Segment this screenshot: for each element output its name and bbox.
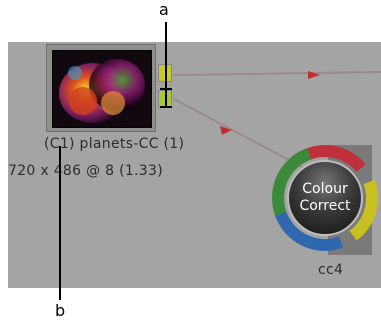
wire-arrow-1	[308, 71, 320, 79]
callout-a-tick-top	[160, 88, 172, 90]
clip-node-title: (C1) planets-CC (1)	[44, 136, 185, 152]
cc-node-label: cc4	[318, 262, 344, 278]
callout-a-tick-bottom	[160, 106, 172, 108]
callout-a: a	[159, 0, 169, 19]
clip-node-resolution: 720 x 486 @ 8 (1.33)	[8, 163, 163, 179]
wire-to-offscreen	[173, 71, 381, 76]
planets-image	[52, 50, 152, 128]
wire-arrow-2	[220, 126, 232, 135]
callout-a-leader	[165, 22, 167, 108]
clip-node-thumbnail[interactable]	[46, 44, 156, 132]
callout-b-leader	[59, 146, 61, 300]
cc-node-ring	[272, 145, 378, 251]
cc-node-button[interactable]: Colour Correct	[287, 160, 363, 236]
connection-wires	[173, 71, 381, 170]
colour-correct-node[interactable]: Colour Correct	[272, 145, 381, 255]
cc-node-line1: Colour	[302, 181, 348, 197]
wire-to-cc4	[173, 98, 307, 170]
cc-node-line2: Correct	[299, 198, 351, 214]
callout-b: b	[55, 301, 66, 320]
